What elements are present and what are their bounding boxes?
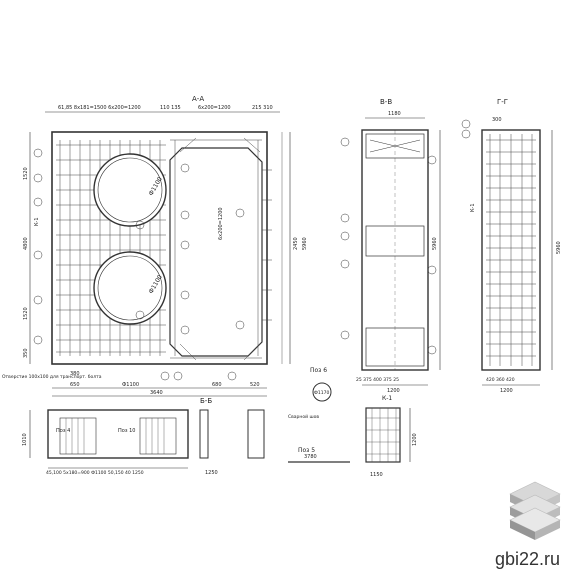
gg-height: 5960 bbox=[556, 241, 562, 254]
vv-height: 5960 bbox=[432, 237, 438, 250]
dim-top-right: 6х200=1200 bbox=[198, 105, 231, 111]
gg-bottom-total: 1200 bbox=[500, 388, 513, 394]
dim-left-3: 1520 bbox=[23, 307, 29, 320]
dim-right-1: 2450 bbox=[293, 237, 299, 250]
vv-bottom-chain: 25 375 400 375 25 bbox=[356, 377, 399, 383]
view-title-b-b: Б-Б bbox=[200, 397, 212, 405]
dim-top-mid: 110 135 bbox=[160, 105, 181, 111]
gg-rebar bbox=[486, 134, 536, 366]
dim-inner: 6х200=1200 bbox=[218, 207, 224, 240]
rebar-frame-right bbox=[170, 137, 272, 361]
vv-top-dim: 1180 bbox=[388, 111, 401, 117]
dim-left-4: 350 bbox=[23, 348, 29, 358]
k1-width: 1150 bbox=[370, 472, 383, 478]
dim-left-2: 4800 bbox=[23, 237, 29, 250]
pos4-label: Поз 4 bbox=[56, 428, 70, 434]
pos-details: Поз 6 Ф1170 Поз 5 3780 Сварной шов bbox=[288, 367, 350, 463]
dim-bottom-4: 3640 bbox=[150, 390, 163, 396]
dim-bottom-3: Ф1100 bbox=[122, 382, 139, 388]
hole-note: Отверстие 100х100 для транспорт. болта bbox=[2, 374, 102, 380]
bb-height: 1010 bbox=[22, 433, 28, 446]
gg-k1: К-1 bbox=[470, 203, 476, 212]
gg-top-dim: 300 bbox=[492, 117, 502, 123]
pos5-title: Поз 5 bbox=[298, 447, 315, 454]
dim-bottom-5: 680 bbox=[212, 382, 222, 388]
view-title-v-v: В-В bbox=[380, 98, 392, 106]
pos5-dim: 3780 bbox=[304, 454, 317, 460]
dim-top-left: 61,85 8х181=1500 6х200=1200 bbox=[58, 105, 141, 111]
pos6-ring bbox=[312, 382, 332, 402]
position-markers bbox=[33, 148, 245, 381]
section-mark-k1: К-1 bbox=[34, 217, 40, 226]
detail-k1: К-1 1200 1150 bbox=[365, 395, 418, 478]
section-v-v: В-В 1180 5960 25 375 400 375 25 1200 bbox=[340, 98, 441, 394]
dim-bottom-2: 650 bbox=[70, 382, 80, 388]
pos6-dim: Ф1170 bbox=[314, 390, 329, 396]
dim-bottom-1: 380 bbox=[70, 371, 80, 377]
weld-note: Сварной шов bbox=[288, 413, 319, 420]
dim-bottom-6: 520 bbox=[250, 382, 260, 388]
section-g-g: Г-Г 300 5960 К-1 420 360 420 1200 bbox=[461, 98, 562, 394]
view-title-g-g: Г-Г bbox=[497, 98, 508, 106]
dim-left-1: 1520 bbox=[23, 167, 29, 180]
bb-width: 1250 bbox=[205, 470, 218, 476]
view-title-a-a: А-А bbox=[192, 95, 204, 103]
bb-bottom-chain: 45,100 5х180=900 Ф1100 50,150 40 1250 bbox=[46, 470, 144, 476]
pos10-label: Поз 10 bbox=[118, 428, 135, 434]
round-opening-upper bbox=[93, 153, 167, 227]
round-opening-lower bbox=[93, 251, 167, 325]
plan-view-a-a: А-А 61,85 8х181=1500 6х200=1200 110 135 … bbox=[2, 95, 308, 397]
stacked-slabs-logo bbox=[509, 481, 561, 540]
gg-bottom-chain: 420 360 420 bbox=[486, 377, 515, 383]
pos6-title: Поз 6 bbox=[310, 367, 327, 374]
dim-right-2: 5960 bbox=[302, 237, 308, 250]
dim-top-far: 215 310 bbox=[252, 105, 273, 111]
watermark-text: gbi22.ru bbox=[495, 549, 560, 569]
k1-title: К-1 bbox=[382, 395, 392, 402]
section-b-b: Б-Б Поз 4 Поз 10 1010 45,100 5х180=900 Ф… bbox=[22, 397, 265, 476]
vv-bottom-total: 1200 bbox=[387, 388, 400, 394]
k1-height: 1200 bbox=[412, 433, 418, 446]
